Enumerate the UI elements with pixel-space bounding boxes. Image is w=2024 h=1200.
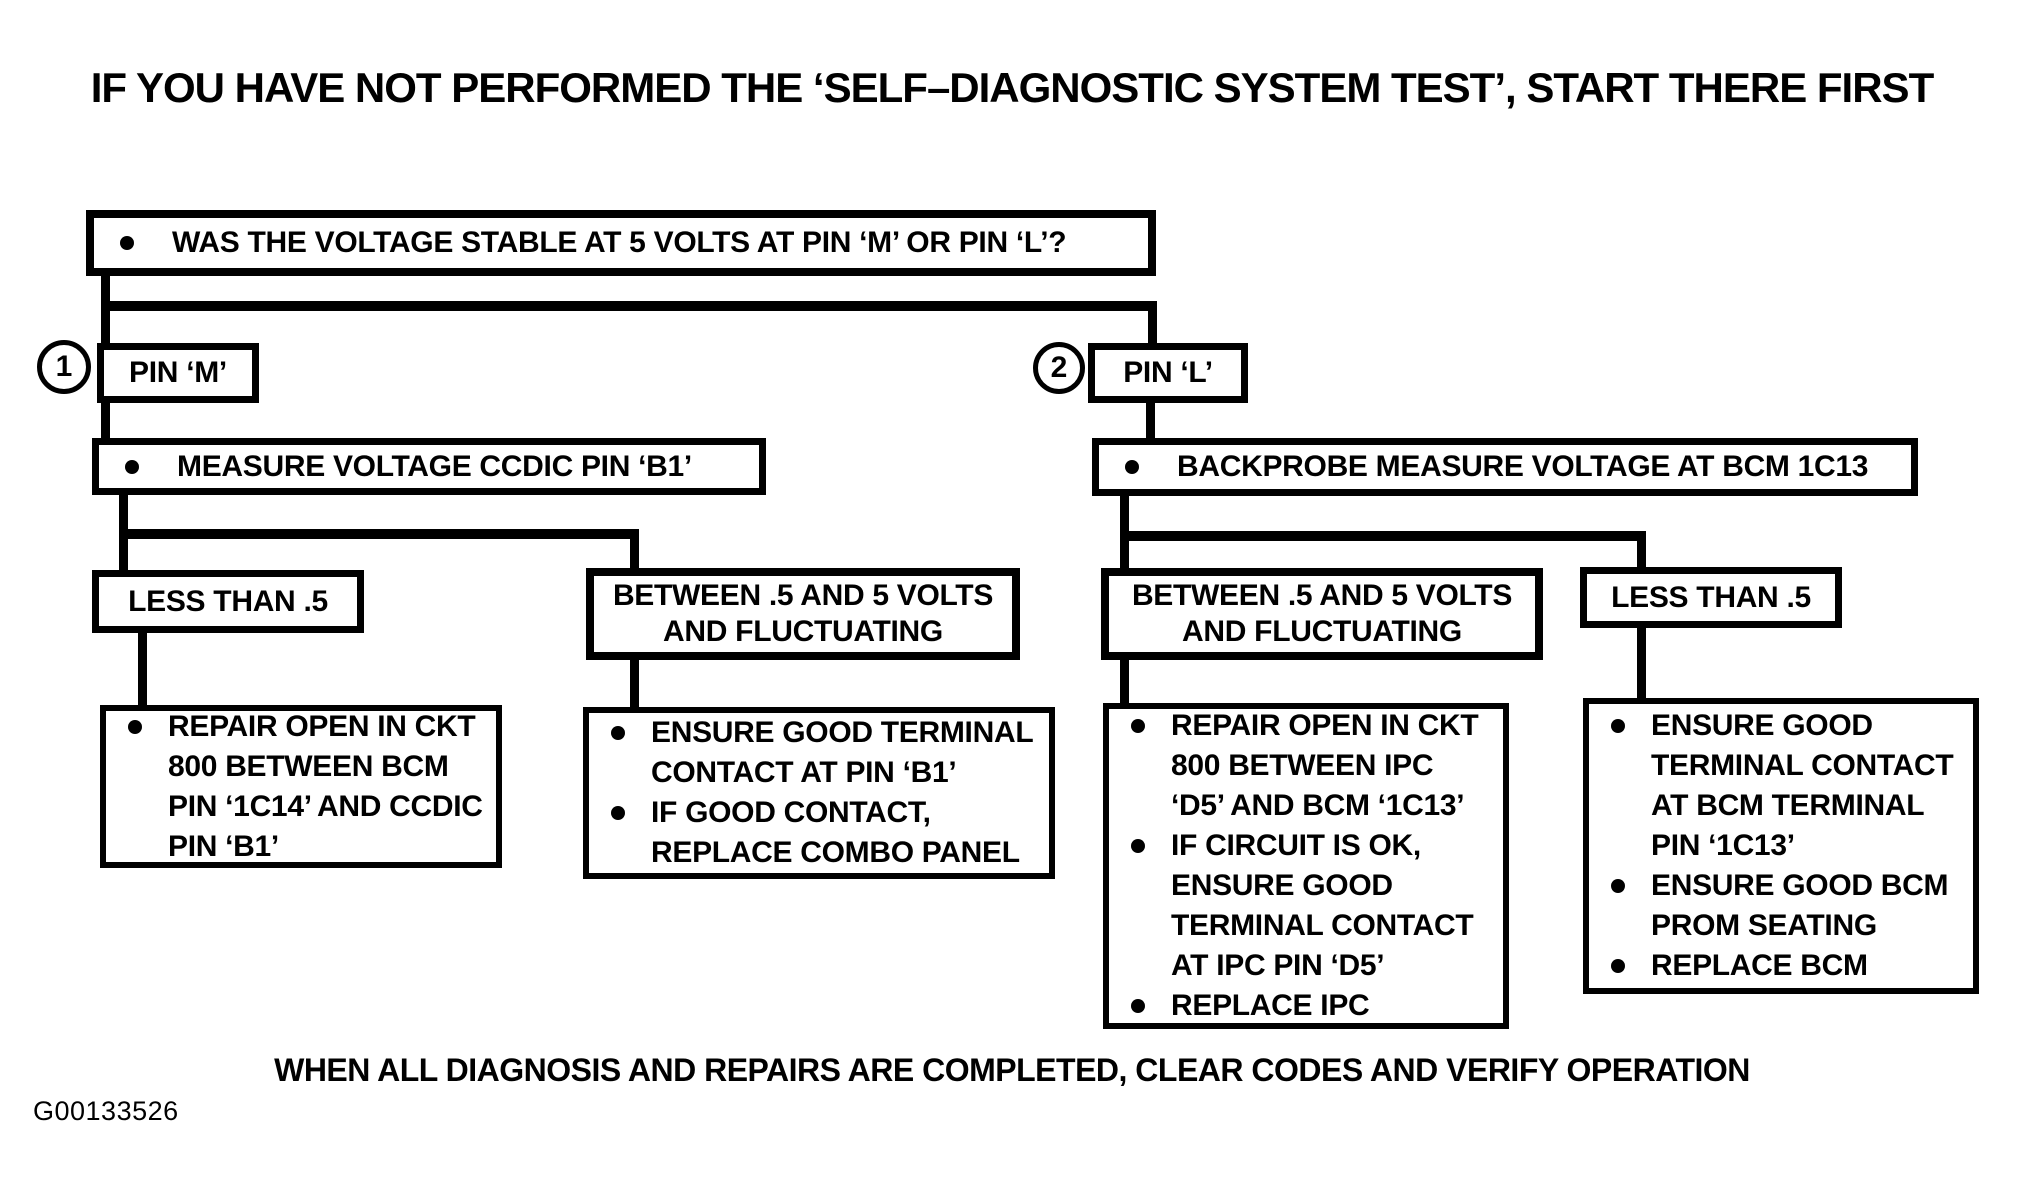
condition-less-than-right-text: LESS THAN .5 — [1611, 580, 1811, 614]
pin-m-box: PIN ‘M’ — [97, 343, 259, 403]
footer-note: WHEN ALL DIAGNOSIS AND REPAIRS ARE COMPL… — [274, 1052, 1750, 1088]
bullet-icon — [1125, 460, 1139, 474]
result-step: REPAIR OPEN IN CKT 800 BETWEEN BCM PIN ‘… — [106, 707, 486, 867]
result-box-terminal-contact-1c13: ENSURE GOOD TERMINAL CONTACT AT BCM TERM… — [1583, 698, 1979, 994]
bullet-icon — [1131, 839, 1145, 853]
result-step: IF CIRCUIT IS OK, ENSURE GOOD TERMINAL C… — [1109, 826, 1493, 986]
connector-bar-to-between-left — [630, 529, 639, 572]
branch-2-marker: 2 — [1033, 342, 1085, 394]
connector-between-left-to-result — [630, 658, 639, 710]
bullet-icon — [611, 806, 625, 820]
measure-voltage-box: MEASURE VOLTAGE CCDIC PIN ‘B1’ — [92, 438, 766, 495]
figure-id: G00133526 — [33, 1096, 179, 1126]
bullet-icon — [128, 719, 142, 734]
pin-l-box: PIN ‘L’ — [1088, 343, 1248, 403]
pin-l-label: PIN ‘L’ — [1123, 356, 1213, 389]
connector-between-right-to-result — [1120, 658, 1129, 706]
condition-between-right-text: BETWEEN .5 AND 5 VOLTS AND FLUCTUATING — [1131, 579, 1513, 648]
backprobe-text: BACKPROBE MEASURE VOLTAGE AT BCM 1C13 — [1177, 450, 1869, 483]
page-title: IF YOU HAVE NOT PERFORMED THE ‘SELF–DIAG… — [90, 64, 1934, 111]
bullet-icon — [1611, 879, 1625, 893]
question-text: WAS THE VOLTAGE STABLE AT 5 VOLTS AT PIN… — [172, 226, 1067, 259]
result-step: IF GOOD CONTACT, REPLACE COMBO PANEL — [589, 793, 1039, 873]
result-box-repair-ckt-800-bcm: REPAIR OPEN IN CKT 800 BETWEEN BCM PIN ‘… — [100, 705, 502, 868]
result-step: REPLACE IPC — [1109, 986, 1493, 1026]
measure-voltage-text: MEASURE VOLTAGE CCDIC PIN ‘B1’ — [177, 449, 692, 483]
result-box-repair-ckt-800-ipc: REPAIR OPEN IN CKT 800 BETWEEN IPC ‘D5’ … — [1103, 703, 1509, 1029]
connector-bar-to-less-than-right — [1637, 531, 1646, 571]
connector-less-than-left-to-result — [138, 631, 147, 708]
condition-between-left-text: BETWEEN .5 AND 5 VOLTS AND FLUCTUATING — [612, 579, 994, 648]
result-step: ENSURE GOOD TERMINAL CONTACT AT BCM TERM… — [1589, 706, 1963, 866]
bullet-icon — [1611, 719, 1625, 733]
condition-between-right-box: BETWEEN .5 AND 5 VOLTS AND FLUCTUATING — [1101, 568, 1543, 660]
bullet-icon — [1131, 719, 1145, 733]
bullet-icon — [120, 236, 134, 250]
condition-less-than-right-box: LESS THAN .5 — [1580, 567, 1842, 628]
connector-left-bar — [119, 529, 639, 539]
backprobe-box: BACKPROBE MEASURE VOLTAGE AT BCM 1C13 — [1092, 438, 1918, 496]
condition-between-left-box: BETWEEN .5 AND 5 VOLTS AND FLUCTUATING — [586, 568, 1020, 660]
question-box: WAS THE VOLTAGE STABLE AT 5 VOLTS AT PIN… — [86, 210, 1156, 276]
connector-pin-l-to-backprobe — [1146, 401, 1155, 441]
connector-pin-m-to-measure — [101, 401, 110, 441]
connector-bar-to-pin-l — [1148, 301, 1157, 346]
result-step: REPLACE BCM — [1589, 946, 1963, 986]
result-step: ENSURE GOOD BCM PROM SEATING — [1589, 866, 1963, 946]
bullet-icon — [1131, 999, 1145, 1013]
bullet-icon — [125, 459, 139, 474]
result-step: REPAIR OPEN IN CKT 800 BETWEEN IPC ‘D5’ … — [1109, 706, 1493, 826]
pin-m-label: PIN ‘M’ — [129, 356, 227, 389]
bullet-icon — [1611, 959, 1625, 973]
condition-less-than-left-box: LESS THAN .5 — [92, 570, 364, 633]
connector-less-than-right-to-result — [1637, 626, 1646, 701]
bullet-icon — [611, 726, 625, 740]
result-step: ENSURE GOOD TERMINAL CONTACT AT PIN ‘B1’ — [589, 713, 1039, 793]
result-box-terminal-contact-b1: ENSURE GOOD TERMINAL CONTACT AT PIN ‘B1’… — [583, 707, 1055, 879]
branch-1-marker: 1 — [37, 340, 91, 394]
connector-right-bar — [1120, 531, 1646, 541]
condition-less-than-left-text: LESS THAN .5 — [128, 584, 328, 618]
connector-top-bar — [101, 301, 1157, 311]
